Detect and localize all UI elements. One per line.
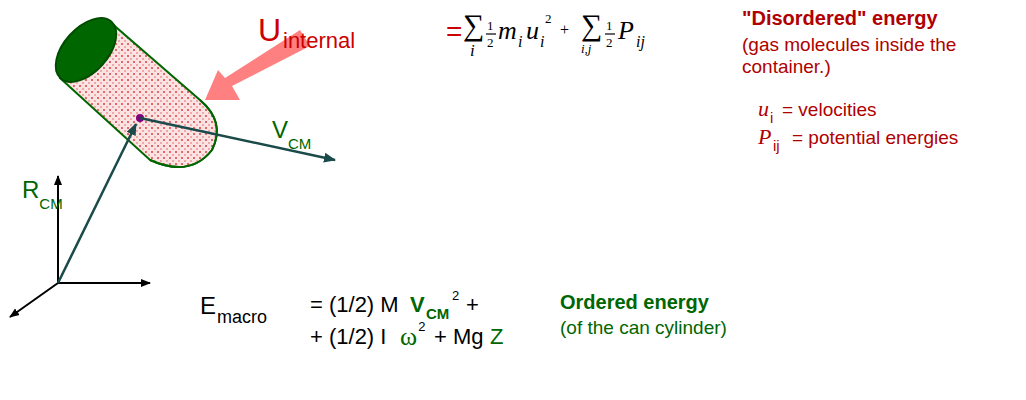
subscript: CM xyxy=(39,196,62,211)
subscript: i xyxy=(770,110,773,125)
velocity-symbol: u xyxy=(526,18,539,44)
velocity-symbol: V xyxy=(410,294,425,316)
formula-term: + (1/2) I xyxy=(310,326,386,348)
formula-term: + Mg xyxy=(434,326,484,348)
fraction-number: 2 xyxy=(487,36,494,49)
vector-name: V xyxy=(272,118,288,142)
mass-symbol: m xyxy=(498,18,517,44)
subscript: macro xyxy=(217,308,267,326)
subscript: ij xyxy=(636,34,645,50)
heading: Ordered energy xyxy=(560,292,709,312)
exponent: 2 xyxy=(545,12,552,25)
formula-term: = (1/2) M xyxy=(310,294,399,316)
subscript: CM xyxy=(426,306,449,321)
fraction-number: 1 xyxy=(606,19,613,32)
subscript: i xyxy=(518,34,522,50)
exponent: 2 xyxy=(418,320,425,333)
description: (gas molecules inside the container.) xyxy=(742,34,972,78)
velocity-vector xyxy=(140,118,335,160)
energy-symbol: U xyxy=(258,14,281,46)
potential-symbol: P xyxy=(618,18,634,44)
fraction-number: 1 xyxy=(487,19,494,32)
axes xyxy=(10,176,150,317)
velocity-symbol: u xyxy=(758,98,769,120)
subscript: ij xyxy=(773,138,780,153)
position-vector xyxy=(58,124,136,283)
height-symbol: Z xyxy=(490,326,503,348)
equals-sign: = xyxy=(446,18,462,46)
description: (of the can cylinder) xyxy=(560,318,727,337)
potential-symbol: P xyxy=(758,126,771,148)
can-cylinder xyxy=(44,7,217,167)
exponent: 2 xyxy=(452,289,459,302)
sum-sign: ∑ xyxy=(463,10,484,40)
sum-index: i xyxy=(470,42,475,59)
angular-velocity: ω xyxy=(400,324,417,350)
vector-name: R xyxy=(22,178,39,202)
plus-sign: + xyxy=(560,22,569,38)
fraction-number: 2 xyxy=(606,36,613,49)
plus-sign: + xyxy=(466,294,479,316)
sum-sign: ∑ xyxy=(581,10,602,40)
sum-index: i,j xyxy=(581,42,591,55)
subscript: internal xyxy=(283,30,355,52)
subscript: i xyxy=(540,34,544,50)
subscript: CM xyxy=(288,136,311,151)
definition: = velocities xyxy=(782,100,877,119)
definition: = potential energies xyxy=(792,128,958,147)
heading: "Disordered" energy xyxy=(742,8,938,28)
energy-symbol: E xyxy=(200,294,216,318)
